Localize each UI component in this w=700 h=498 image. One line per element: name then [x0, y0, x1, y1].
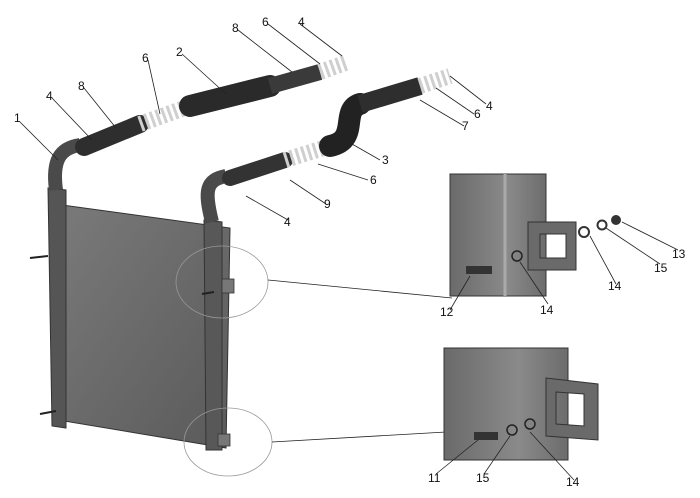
callout-15-lower: 15 [476, 471, 490, 485]
callout-1: 1 [14, 111, 21, 125]
callout-6-top: 6 [262, 15, 269, 29]
callout-6-lower: 6 [370, 173, 377, 187]
callout-15-upper: 15 [654, 261, 668, 275]
callout-14-lower: 14 [566, 475, 580, 489]
callout-2: 2 [176, 45, 183, 59]
callout-4-top: 4 [298, 15, 305, 29]
radiator-core [29, 138, 235, 451]
lower-detail-block [443, 347, 599, 461]
callout-4-left: 4 [46, 89, 53, 103]
callout-4-lower: 4 [284, 215, 291, 229]
callout-13: 13 [672, 247, 686, 261]
callout-6-left: 6 [142, 51, 149, 65]
callout-7: 7 [462, 119, 469, 133]
lower-hose-assembly [222, 68, 453, 186]
callout-14-upper: 14 [540, 303, 554, 317]
callout-4-right: 4 [486, 99, 493, 113]
callout-6-right: 6 [474, 107, 481, 121]
detail-circle-upper [175, 245, 269, 319]
callout-8-top: 8 [232, 21, 239, 35]
upper-detail-block [449, 173, 621, 297]
callout-3: 3 [382, 153, 389, 167]
upper-hose-assembly [75, 54, 351, 156]
callout-9: 9 [324, 197, 331, 211]
callout-labels: 1 2 3 4 4 4 4 6 6 6 6 7 8 8 9 11 12 13 1… [14, 15, 686, 489]
callout-14-mid: 14 [608, 279, 622, 293]
callout-12: 12 [440, 305, 454, 319]
callout-11: 11 [428, 471, 441, 485]
callout-8-left: 8 [78, 79, 85, 93]
leader-lines [19, 23, 679, 481]
